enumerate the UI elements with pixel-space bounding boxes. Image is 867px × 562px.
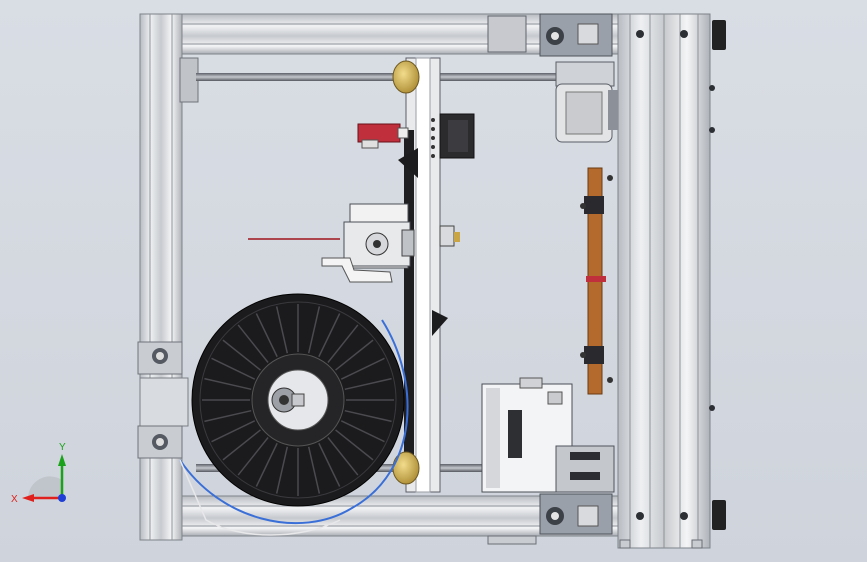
- spool-spoke: [211, 357, 256, 380]
- axis-label-y: Y: [59, 442, 66, 453]
- x-carriage-column: [392, 57, 475, 493]
- spool-spoke: [335, 339, 374, 371]
- knob-bottom-right: [712, 500, 726, 530]
- spool-spoke: [204, 377, 252, 391]
- coordinate-triad-icon: Y X: [11, 442, 66, 505]
- spool-spoke: [344, 409, 392, 423]
- spool-spoke: [222, 429, 261, 461]
- top-corner-blocks: [487, 13, 613, 535]
- brass-nut-bottom: [392, 451, 420, 485]
- spool-spoke: [255, 313, 278, 358]
- spool-spoke: [222, 339, 261, 371]
- spool-spoke: [255, 442, 278, 487]
- spool-spoke: [327, 437, 359, 476]
- spool-spoke: [237, 324, 269, 363]
- spool-spoke: [211, 420, 256, 443]
- psu-box: [481, 377, 615, 493]
- wood-rail: [580, 167, 613, 395]
- spool-spoke: [318, 313, 341, 358]
- frame-left-post: [139, 13, 183, 541]
- spool-spoke: [307, 446, 321, 494]
- filament-spool: [191, 293, 405, 507]
- spool-spoke: [327, 324, 359, 363]
- extruder-assembly: [248, 203, 460, 283]
- spool-spoke: [318, 442, 341, 487]
- spool-spoke: [307, 306, 321, 354]
- z-motor: [555, 61, 618, 143]
- spool-spoke: [275, 306, 289, 354]
- spool-spoke: [204, 409, 252, 423]
- axis-label-x: X: [11, 494, 18, 505]
- belt: [404, 130, 414, 470]
- spool-spoke: [344, 377, 392, 391]
- spool-spoke: [237, 437, 269, 476]
- spool-spoke: [275, 446, 289, 494]
- spool-spoke: [335, 429, 374, 461]
- left-brackets: [137, 57, 199, 459]
- filament-wire: [179, 319, 409, 525]
- brass-nut-top: [392, 60, 420, 94]
- spool-spoke: [340, 420, 385, 443]
- endstop-pcb: [357, 123, 409, 149]
- knob-top-right: [712, 20, 726, 50]
- spool-spoke: [340, 357, 385, 380]
